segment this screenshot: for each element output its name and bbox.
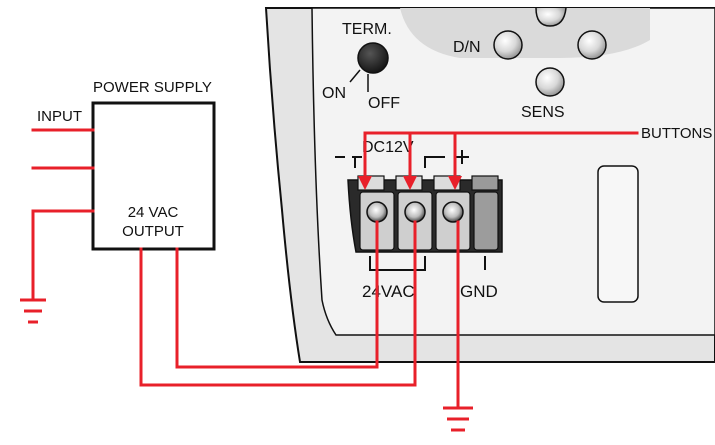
output-label-line1: 24 VAC — [128, 204, 179, 221]
terminal-screw-icon — [404, 201, 426, 223]
buttons-pointer-wire — [363, 131, 639, 182]
round-push-button-icon[interactable] — [535, 7, 567, 27]
input-label: INPUT — [37, 108, 82, 125]
sens-button[interactable] — [535, 67, 565, 97]
round-push-button-icon[interactable] — [535, 67, 565, 97]
vac24-label: 24VAC — [362, 282, 415, 301]
terminal-screw-icon — [442, 201, 464, 223]
term-off-label: OFF — [368, 95, 400, 112]
buttons-arrowheads — [358, 176, 462, 190]
terminal-block — [347, 175, 503, 253]
ground-symbol-icon — [443, 406, 473, 432]
terminal-brackets — [369, 256, 486, 271]
dn-label: D/N — [453, 39, 481, 56]
term-switch[interactable] — [349, 42, 389, 92]
polarity-marks — [335, 150, 469, 168]
output-wire-a — [175, 220, 379, 369]
buttons-label: BUTTONS — [641, 125, 712, 142]
round-push-button-icon[interactable] — [493, 30, 523, 60]
dc12v-label: DC12V — [362, 139, 414, 156]
sens-label: SENS — [521, 104, 565, 121]
right-button[interactable] — [577, 30, 607, 60]
round-push-button-icon[interactable] — [577, 30, 607, 60]
dn-button[interactable] — [493, 30, 523, 60]
power-supply-title: POWER SUPPLY — [93, 79, 212, 96]
input-ground-wire — [31, 209, 95, 302]
output-wire-b — [139, 220, 417, 387]
toggle-knob-icon[interactable] — [357, 42, 389, 74]
power-supply-box — [91, 101, 216, 251]
top-button[interactable] — [535, 7, 567, 27]
term-label: TERM. — [342, 21, 392, 38]
output-label-line2: OUTPUT — [122, 223, 184, 240]
wires — [31, 128, 639, 410]
gnd-label: GND — [460, 282, 498, 301]
terminal-screw-icon — [366, 201, 388, 223]
ground-symbol-icon — [20, 298, 46, 324]
term-on-label: ON — [322, 85, 346, 102]
